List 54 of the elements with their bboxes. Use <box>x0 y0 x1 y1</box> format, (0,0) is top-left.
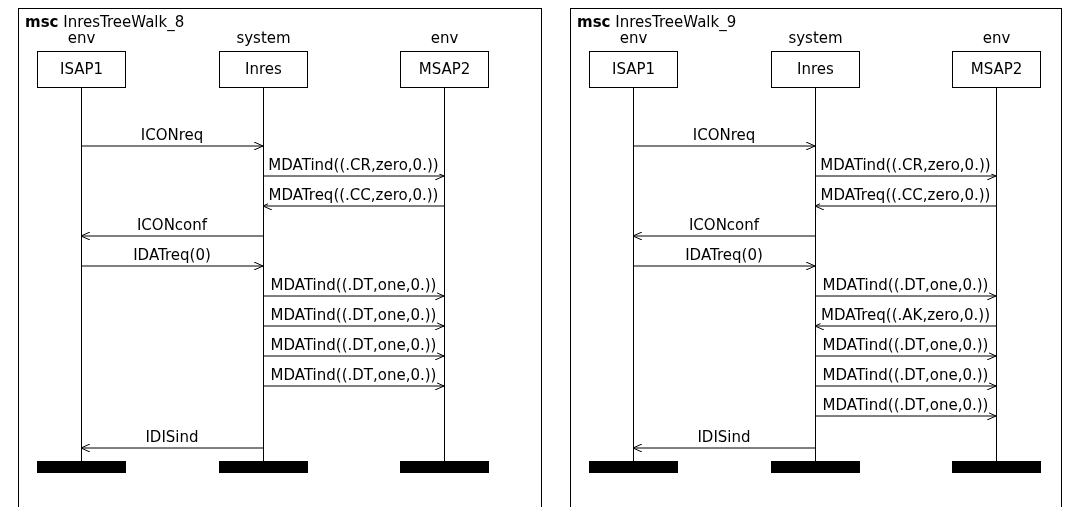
instance-box: MSAP2 <box>400 51 489 88</box>
message-label: MDATind((.CR,zero,0.)) <box>267 157 440 174</box>
instance-box: Inres <box>771 51 860 88</box>
message-label: MDATind((.DT,one,0.)) <box>821 277 990 294</box>
instance-kind-label: env <box>429 29 460 47</box>
frame-heading: msc InresTreeWalk_8 <box>25 13 185 31</box>
message-arrow <box>814 411 997 421</box>
message-arrow <box>632 141 816 151</box>
message-label: MDATind((.DT,one,0.)) <box>821 367 990 384</box>
message-label: MDATreq((.CC,zero,0.)) <box>267 187 440 204</box>
instance-box: ISAP1 <box>37 51 126 88</box>
message-label: ICONreq <box>139 127 205 144</box>
msc-frame <box>570 8 1062 507</box>
message-label: MDATreq((.AK,zero,0.)) <box>819 307 992 324</box>
message-arrow <box>632 231 816 241</box>
message-label: MDATind((.DT,one,0.)) <box>269 307 438 324</box>
message-label: IDATreq(0) <box>132 247 212 264</box>
message-arrow <box>262 351 445 361</box>
message-arrow <box>814 171 997 181</box>
message-arrow <box>80 231 264 241</box>
message-arrow <box>814 381 997 391</box>
msc-frame <box>18 8 542 507</box>
instance-box: ISAP1 <box>589 51 678 88</box>
message-arrow <box>262 201 445 211</box>
message-label: MDATind((.DT,one,0.)) <box>269 277 438 294</box>
message-label: MDATind((.DT,one,0.)) <box>269 337 438 354</box>
message-arrow <box>262 321 445 331</box>
message-arrow <box>262 171 445 181</box>
instance-kind-label: env <box>67 29 96 47</box>
message-arrow <box>814 321 997 331</box>
message-label: MDATind((.CR,zero,0.)) <box>819 157 992 174</box>
message-arrow <box>814 201 997 211</box>
message-label: MDATind((.DT,one,0.)) <box>821 337 990 354</box>
message-arrow <box>632 443 816 453</box>
message-arrow <box>632 261 816 271</box>
instance-kind-label: env <box>619 29 648 47</box>
message-arrow <box>814 351 997 361</box>
instance-kind-label: env <box>981 29 1012 47</box>
frame-heading: msc InresTreeWalk_9 <box>577 13 737 31</box>
message-label: ICONreq <box>691 127 757 144</box>
instance-kind-label: system <box>235 29 292 47</box>
message-arrow <box>262 381 445 391</box>
message-arrow <box>814 291 997 301</box>
instance-kind-label: system <box>787 29 844 47</box>
instance-box: MSAP2 <box>952 51 1041 88</box>
message-label: MDATreq((.CC,zero,0.)) <box>819 187 992 204</box>
message-arrow <box>262 291 445 301</box>
message-arrow <box>80 443 264 453</box>
message-arrow <box>80 141 264 151</box>
message-label: MDATind((.DT,one,0.)) <box>269 367 438 384</box>
message-arrow <box>80 261 264 271</box>
message-label: IDATreq(0) <box>684 247 764 264</box>
instance-box: Inres <box>219 51 308 88</box>
message-label: MDATind((.DT,one,0.)) <box>821 397 990 414</box>
